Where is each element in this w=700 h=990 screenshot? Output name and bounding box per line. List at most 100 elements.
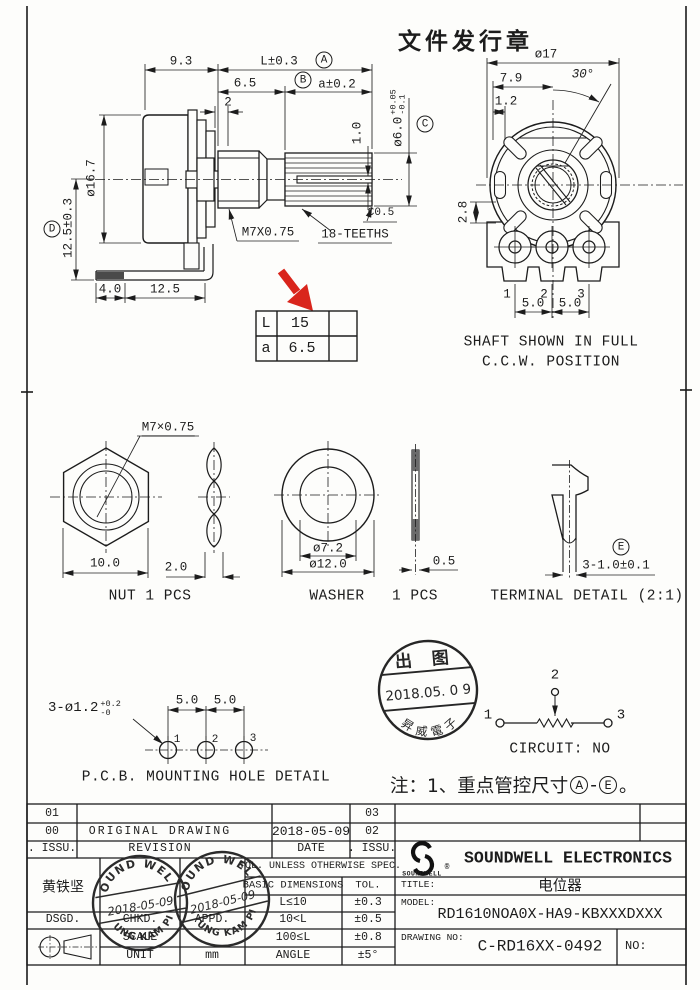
cell-scale: SCALE <box>122 930 158 944</box>
balloon-E: E <box>612 538 630 556</box>
side-view-dimensions <box>71 64 417 303</box>
rev-header-issue: . ISSU. <box>27 841 77 855</box>
dim-a: a±0.2 <box>318 77 356 92</box>
washer-dim-7-2: ø7.2 <box>312 541 344 556</box>
circuit-diagram <box>495 687 613 729</box>
document-release-stamp-label: 文件发行章 <box>398 29 533 55</box>
cell-unit-value: mm <box>205 948 219 962</box>
circuit-caption: CIRCUIT: NO <box>509 741 611 758</box>
side-view-drawing <box>95 109 402 281</box>
tol-minus: -0.1 <box>397 94 407 115</box>
rev-row2-issue2: 02 <box>365 824 379 838</box>
dim-4-0: 4.0 <box>98 282 122 297</box>
front-pin-2: 2 <box>540 287 548 302</box>
rev-header-date: DATE <box>297 841 325 855</box>
model-value: RD1610NOA0X-HA9-KBXXXDXXX <box>437 906 663 924</box>
washer-dim-0-5: 0.5 <box>432 554 456 569</box>
dim-5-0-b: 5.0 <box>558 296 582 311</box>
nut-dimensions <box>62 435 240 580</box>
tol-row4-value: ±5° <box>357 948 379 962</box>
cell-unit: UNIT <box>126 948 154 962</box>
dim-dia-6-value: ø6.0 <box>391 116 406 147</box>
dim-6-5: 6.5 <box>233 76 257 91</box>
rev-header-revision: REVISION <box>128 841 192 855</box>
front-view-dimensions <box>470 58 620 318</box>
balloon-A: A <box>315 51 333 69</box>
nut-dim-10: 10.0 <box>89 556 121 571</box>
rev-row2-issue: 00 <box>45 824 59 838</box>
drawing-no-label: DRAWING NO: <box>401 932 464 943</box>
la-table-grid <box>255 310 358 362</box>
pcb-tol-minus: -0 <box>100 707 111 718</box>
tol-row1-range: L≤10 <box>279 895 307 909</box>
pcb-tol-plus: +0.2 <box>100 699 121 709</box>
dim-2-8: 2.8 <box>456 200 471 224</box>
title-value: 电位器 <box>538 878 582 895</box>
dim-30-deg: 30° <box>571 67 595 82</box>
note-period: 。 <box>618 776 638 797</box>
front-caption-line2: C.C.W. POSITION <box>481 354 621 371</box>
dim-L: L±0.3 <box>260 54 298 69</box>
pcb-dim-5-0-b: 5.0 <box>213 693 237 708</box>
terminal-drawing <box>551 460 589 578</box>
tol-basic-dims: BASIC DIMENSIONS <box>242 879 344 892</box>
label-chamfer-c05: C0.5 <box>367 207 395 220</box>
dim-dia-17: ø17 <box>534 47 558 62</box>
front-caption-line1: SHAFT SHOWN IN FULL <box>463 334 639 351</box>
terminal-caption: TERMINAL DETAIL (2:1) <box>490 588 684 605</box>
note-balloon-A: A <box>570 776 589 794</box>
release-stamp: 出 图 2018.05. 0 9 昇威電子 <box>377 639 479 742</box>
nut-thread-label: M7×0.75 <box>141 421 195 437</box>
tol-row4-range: ANGLE <box>275 948 311 962</box>
rev-header-issue2: . ISSU. <box>347 841 397 855</box>
balloon-C: C <box>416 115 434 133</box>
dim-5-0-a: 5.0 <box>521 296 545 311</box>
label-thread-m7: M7X0.75 <box>241 225 295 240</box>
nut-caption: NUT 1 PCS <box>108 588 192 605</box>
balloon-B: B <box>294 71 312 89</box>
label-18-teeths: 18-TEETHS <box>321 227 389 242</box>
title-block-grid <box>26 803 687 966</box>
model-label: MODEL: <box>401 897 436 908</box>
tol-row2-value: ±0.5 <box>354 912 382 926</box>
circuit-pin-3: 3 <box>616 707 626 724</box>
balloon-D: D <box>43 220 61 238</box>
tol-col-header: TOL. <box>355 879 381 892</box>
pcb-hole-3: 3 <box>249 733 257 746</box>
dim-1-2: 1.2 <box>494 94 518 109</box>
cell-dsgd: DSGD. <box>45 912 81 926</box>
dim-7-9: 7.9 <box>499 71 523 86</box>
washer-dim-12: ø12.0 <box>309 557 347 572</box>
circuit-pin-1: 1 <box>483 707 493 724</box>
pcb-hole-dia: 3-ø1.2 <box>48 700 99 717</box>
dim-2: 2 <box>224 95 232 110</box>
nut-drawing <box>50 441 230 553</box>
front-pin-1: 1 <box>503 287 511 302</box>
dim-dia-6: ø6.0+0.05-0.1 <box>389 89 408 147</box>
cell-appd: APPD. <box>194 912 230 926</box>
pcb-hole-tolerance: +0.2-0 <box>100 700 120 717</box>
rev-row2-date: 2018-05-09 <box>271 824 351 840</box>
rev-row1-issue2: 03 <box>365 806 379 820</box>
tol-header: TOL. UNLESS OTHERWISE SPEC. <box>238 860 402 872</box>
circuit-pin-2: 2 <box>550 667 560 684</box>
signer-name: 黄铁坚 <box>42 879 84 896</box>
pcb-dim-5-0-a: 5.0 <box>175 693 199 708</box>
pcb-hole-drawing <box>145 736 268 764</box>
dim-9-3: 9.3 <box>169 54 193 69</box>
washer-caption-qty: 1 PCS <box>391 588 439 605</box>
release-stamp-date: 2018.05. 0 9 <box>385 681 472 704</box>
tol-row3-range: 100≤L <box>275 930 311 944</box>
dim-1-0: 1.0 <box>350 121 365 145</box>
dim-12-5-tol: 12.5±0.3 <box>61 197 76 259</box>
la-table-value-a: 6.5 <box>288 340 316 358</box>
note-dash: - <box>590 774 597 796</box>
title-label: TITLE: <box>401 879 436 890</box>
pcb-hole-dimensions <box>132 706 245 745</box>
la-table-value-L: 15 <box>290 315 310 333</box>
logo-registered-mark: ® <box>444 862 450 872</box>
no-label: NO: <box>625 939 647 953</box>
tol-row3-value: ±0.8 <box>354 930 382 944</box>
